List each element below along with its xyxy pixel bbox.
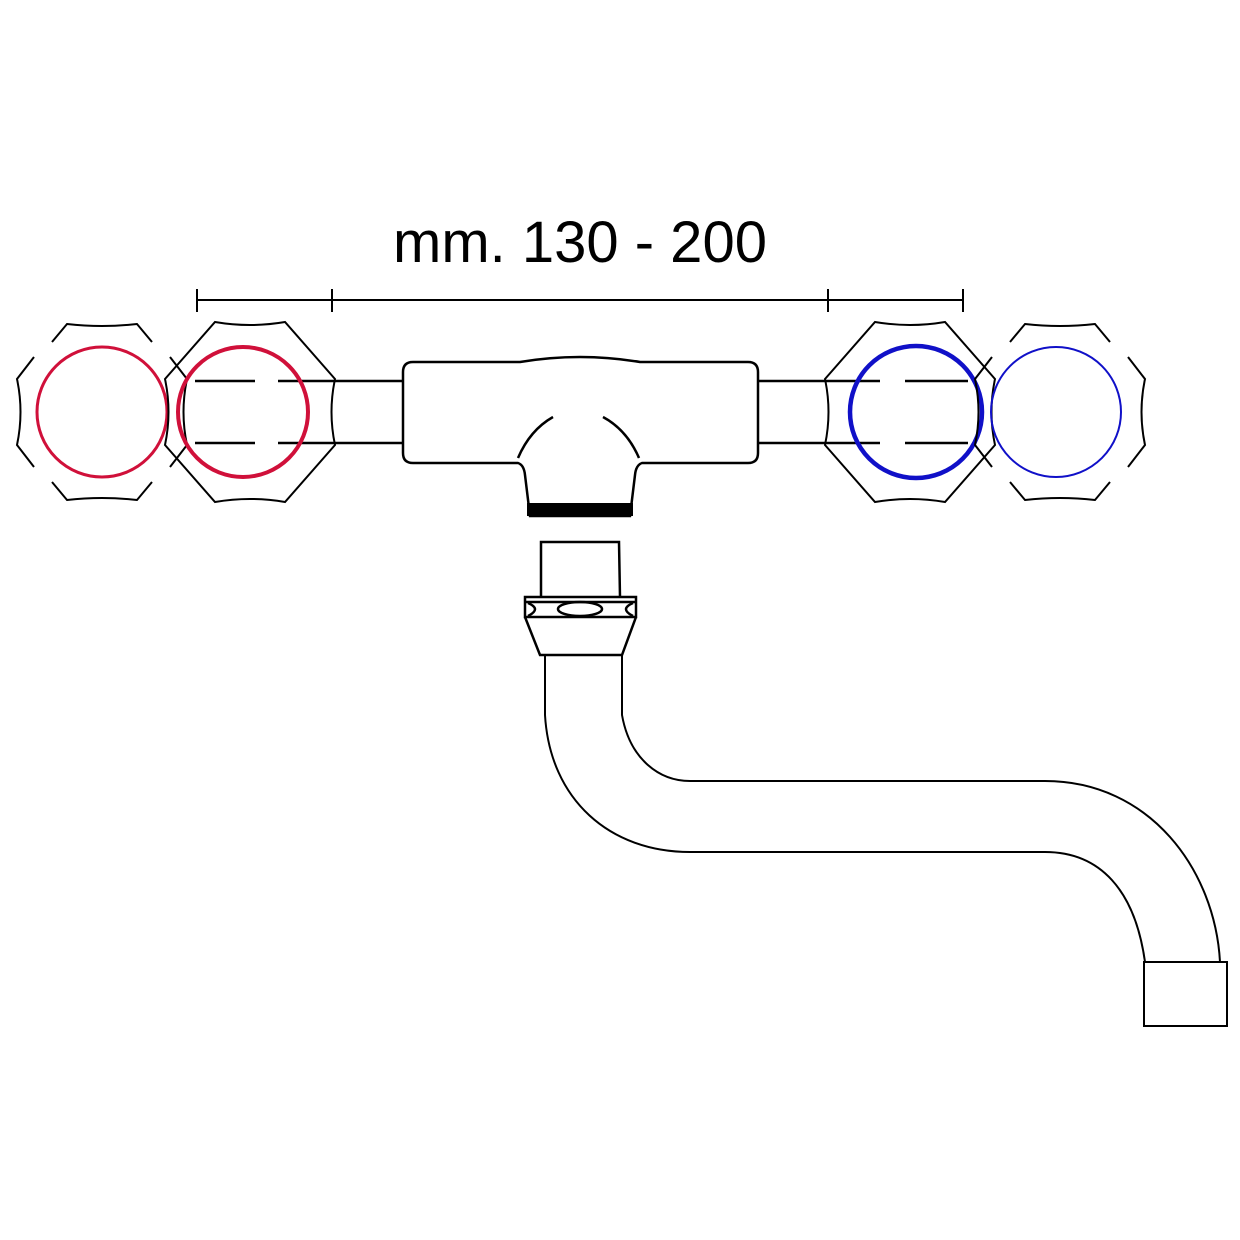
hot-indicator-ring	[176, 345, 310, 479]
cold-handle-ghost	[974, 323, 1146, 501]
cold-handle[interactable]	[824, 321, 996, 503]
right-inlet-pipe	[758, 379, 968, 445]
dimension-line	[196, 289, 964, 312]
spout-connector	[523, 540, 638, 657]
spout-aerator	[1143, 961, 1228, 1027]
mixer-body	[401, 355, 760, 518]
hot-handle[interactable]	[164, 321, 336, 503]
spout-pipe	[544, 655, 1228, 1027]
hot-handle-ghost	[16, 323, 188, 501]
left-inlet-pipe	[195, 379, 403, 445]
dimension-label: mm. 130 - 200	[393, 210, 767, 275]
cold-indicator-ring	[847, 343, 985, 481]
thread-band	[527, 503, 633, 516]
cold-indicator-ring	[990, 346, 1122, 478]
hot-indicator-ring	[35, 345, 169, 479]
